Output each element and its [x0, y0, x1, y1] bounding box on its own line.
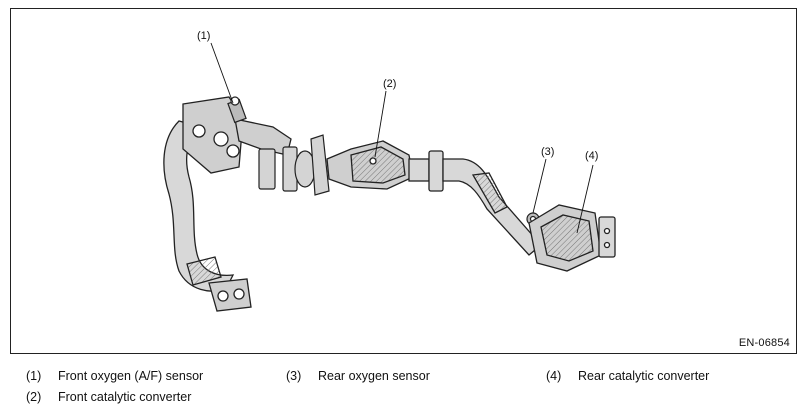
rear-catalytic-converter — [528, 204, 616, 272]
legend-text: Front oxygen (A/F) sensor — [58, 369, 204, 383]
legend-number: (4) — [546, 369, 562, 383]
figure-code: EN-06854 — [738, 337, 790, 349]
callout-1: (1) — [197, 30, 210, 42]
exhaust-system-illustration: (1) (2) (3) (4) — [163, 30, 616, 312]
legend-number: (3) — [286, 369, 302, 383]
legend-text: Rear oxygen sensor — [318, 369, 430, 383]
callout-2: (2) — [383, 78, 396, 90]
callout-4: (4) — [585, 150, 598, 162]
legend-text: Front catalytic converter — [58, 390, 192, 404]
legend-number: (2) — [26, 390, 42, 404]
legend-number: (1) — [26, 369, 42, 383]
diagram-frame: (1) (2) (3) (4) EN-06854 — [10, 8, 797, 354]
leader-lines — [210, 42, 594, 234]
legend-item-4: (4) Rear catalytic converter — [546, 369, 709, 383]
center-pipe — [428, 150, 542, 256]
front-catalytic-converter — [326, 140, 430, 190]
legend-item-2: (2) Front catalytic converter — [26, 390, 191, 404]
legend-item-3: (3) Rear oxygen sensor — [286, 369, 430, 383]
manifold-flange — [258, 134, 330, 196]
front-oxygen-sensor — [227, 96, 247, 124]
legend-item-1: (1) Front oxygen (A/F) sensor — [26, 369, 203, 383]
exhaust-manifold — [163, 96, 292, 312]
legend-text: Rear catalytic converter — [578, 369, 710, 383]
callout-3: (3) — [541, 146, 554, 158]
